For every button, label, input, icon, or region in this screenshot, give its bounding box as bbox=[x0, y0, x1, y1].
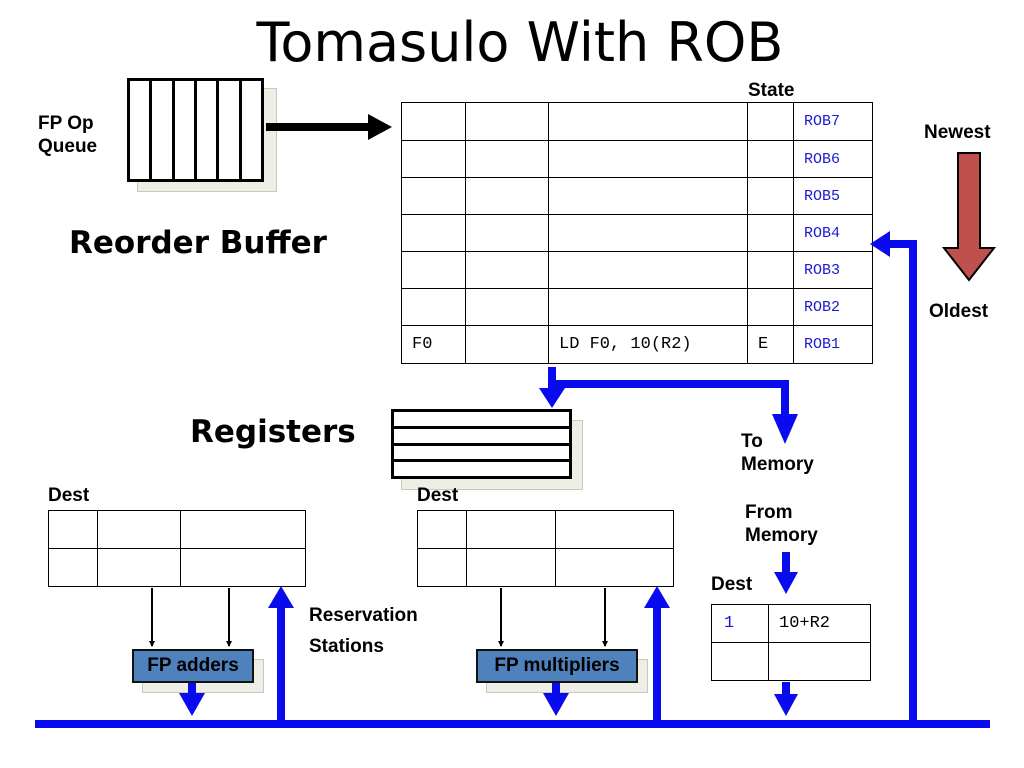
load-buffer-dest bbox=[711, 642, 769, 681]
load-buffer-dest-label: Dest bbox=[711, 574, 753, 595]
rob-value bbox=[465, 140, 549, 178]
load-buffer-row bbox=[711, 642, 871, 681]
reorder-buffer-label: Reorder Buffer bbox=[69, 225, 327, 261]
rob-value bbox=[465, 102, 549, 141]
rob-id: ROB5 bbox=[793, 177, 873, 215]
mult-rs-dest-label: Dest bbox=[417, 485, 459, 506]
rob-id: ROB2 bbox=[793, 288, 873, 326]
multiplier-reservation-stations bbox=[417, 510, 674, 587]
oldest-label: Oldest bbox=[929, 301, 989, 322]
rob-output-arrows bbox=[539, 367, 798, 444]
rob-row: ROB3 bbox=[401, 251, 873, 289]
rob-row: ROB7 bbox=[401, 102, 873, 141]
load-buffer-row: 1 10+R2 bbox=[711, 604, 871, 643]
rs-row bbox=[417, 548, 674, 587]
rob-state bbox=[747, 214, 794, 252]
load-buffer-to-cdb-arrow bbox=[774, 682, 798, 716]
rob-value bbox=[465, 325, 549, 364]
newest-to-oldest-arrow bbox=[941, 152, 997, 282]
rob-row: ROB4 bbox=[401, 214, 873, 252]
fp-op-queue-label: FP Op Queue bbox=[38, 113, 98, 157]
adders-to-cdb-arrow bbox=[179, 683, 205, 716]
page-title: Tomasulo With ROB bbox=[256, 11, 784, 74]
cdb-to-adder-rs-arrow bbox=[268, 586, 294, 723]
rob-state: E bbox=[747, 325, 794, 364]
queue-to-rob-arrow bbox=[266, 114, 392, 140]
from-memory-arrow bbox=[774, 552, 798, 594]
fp-multipliers-unit: FP multipliers bbox=[476, 649, 638, 683]
rob-instr bbox=[548, 140, 748, 178]
load-buffer-addr: 10+R2 bbox=[768, 604, 871, 643]
rob-state bbox=[747, 102, 794, 141]
rob-id: ROB4 bbox=[793, 214, 873, 252]
reservation-stations-label: Reservation Stations bbox=[309, 605, 418, 657]
common-data-bus bbox=[35, 720, 990, 728]
state-label: State bbox=[748, 80, 795, 101]
rob-dest bbox=[401, 102, 466, 141]
fp-op-queue bbox=[127, 78, 264, 182]
rob-row: ROB2 bbox=[401, 288, 873, 326]
from-memory-label: From Memory bbox=[745, 502, 818, 546]
rob-row: F0 LD F0, 10(R2) E ROB1 bbox=[401, 325, 873, 364]
adder-rs-dest-label: Dest bbox=[48, 485, 90, 506]
multipliers-to-cdb-arrow bbox=[543, 683, 569, 716]
rob-instr bbox=[548, 214, 748, 252]
newest-label: Newest bbox=[924, 122, 991, 143]
registers-label: Registers bbox=[190, 414, 356, 450]
rs-row bbox=[48, 548, 306, 587]
rob-id: ROB6 bbox=[793, 140, 873, 178]
load-buffer: 1 10+R2 bbox=[711, 604, 871, 681]
fp-adders-unit: FP adders bbox=[132, 649, 254, 683]
to-memory-label: To Memory bbox=[741, 431, 814, 475]
cdb-to-mult-rs-arrow bbox=[644, 586, 670, 723]
rob-state bbox=[747, 251, 794, 289]
rob-instr bbox=[548, 288, 748, 326]
rob-id: ROB7 bbox=[793, 102, 873, 141]
adder-reservation-stations bbox=[48, 510, 306, 587]
cdb-to-rob-arrow bbox=[870, 231, 917, 723]
rob-instr: LD F0, 10(R2) bbox=[548, 325, 748, 364]
register-file bbox=[391, 409, 572, 479]
load-buffer-addr bbox=[768, 642, 871, 681]
rob-dest: F0 bbox=[401, 325, 466, 364]
reorder-buffer-table: ROB7 ROB6 ROB5 ROB4 ROB3 bbox=[401, 102, 873, 364]
rob-id: ROB1 bbox=[793, 325, 873, 364]
rs-row bbox=[48, 510, 306, 549]
